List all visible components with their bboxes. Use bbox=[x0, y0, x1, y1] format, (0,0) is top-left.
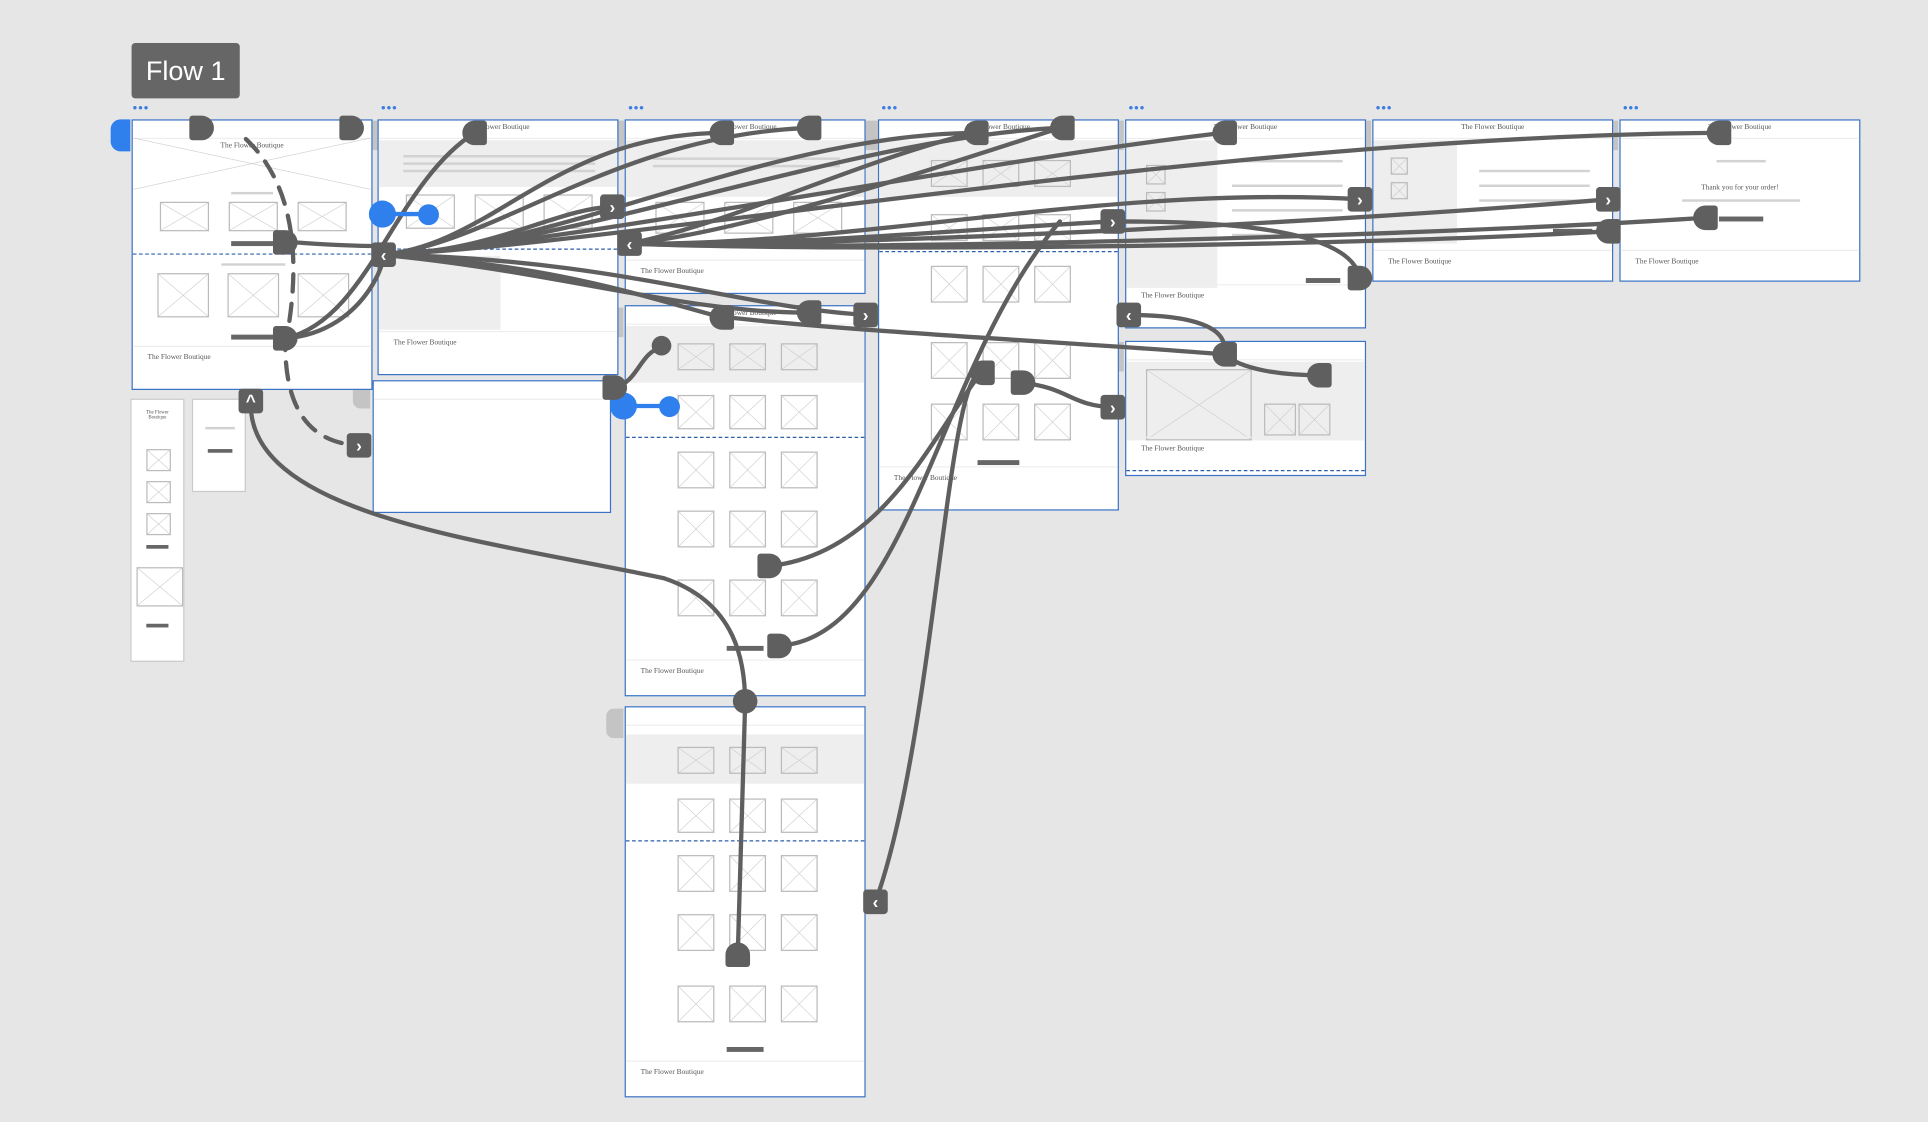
board-menu-icon[interactable]: ••• bbox=[381, 102, 398, 116]
hotspot-dot[interactable] bbox=[368, 200, 396, 228]
link-end-icon[interactable] bbox=[272, 230, 298, 255]
brand-logo: The Flower Boutique bbox=[713, 310, 777, 318]
chevron-right-icon[interactable]: › bbox=[1596, 187, 1621, 212]
link-end-icon[interactable] bbox=[964, 120, 989, 146]
link-end-icon[interactable] bbox=[1693, 205, 1718, 231]
link-end-icon[interactable] bbox=[970, 360, 995, 386]
chevron-right-icon[interactable]: › bbox=[600, 194, 625, 219]
link-end-icon[interactable] bbox=[272, 326, 298, 351]
link-end-icon[interactable] bbox=[767, 633, 792, 659]
hotspot-dot[interactable] bbox=[418, 204, 439, 226]
chevron-right-icon[interactable]: › bbox=[853, 302, 878, 328]
link-end-icon[interactable] bbox=[1307, 362, 1332, 388]
board-menu-icon[interactable]: ••• bbox=[881, 102, 899, 116]
link-end-icon[interactable] bbox=[462, 120, 487, 146]
footer-logo: The Flower Boutique bbox=[640, 1069, 704, 1077]
link-end-icon[interactable] bbox=[651, 335, 672, 356]
artboard-product-detail[interactable]: The Flower Boutique bbox=[1125, 340, 1367, 477]
flow-start-handle[interactable] bbox=[110, 119, 131, 152]
brand-logo: The Flower Boutique bbox=[1461, 124, 1525, 132]
link-end-icon[interactable] bbox=[796, 300, 822, 325]
artboard-mobile-menu[interactable] bbox=[191, 398, 246, 493]
link-end-icon[interactable] bbox=[709, 120, 735, 146]
link-end-icon[interactable] bbox=[1706, 120, 1732, 146]
board-menu-icon[interactable]: ••• bbox=[1623, 102, 1640, 116]
footer-logo: The Flower Boutique bbox=[1141, 445, 1205, 453]
link-end-icon[interactable] bbox=[189, 115, 214, 141]
artboard-mobile-home[interactable]: The Flower Boutique bbox=[130, 398, 185, 662]
chevron-left-icon[interactable]: ‹ bbox=[371, 242, 396, 267]
footer-logo: The Flower Boutique bbox=[640, 668, 704, 676]
link-end-icon[interactable] bbox=[1212, 120, 1237, 146]
chevron-right-icon[interactable]: › bbox=[1100, 394, 1126, 420]
link-end-icon[interactable] bbox=[796, 115, 822, 141]
chevron-up-icon[interactable]: ^ bbox=[238, 388, 264, 414]
link-end-icon[interactable] bbox=[709, 305, 735, 330]
link-end-icon[interactable] bbox=[339, 115, 364, 141]
board-menu-icon[interactable]: ••• bbox=[1128, 102, 1146, 116]
footer-logo: The Flower Boutique bbox=[640, 268, 704, 276]
footer-logo: The Flower Boutique bbox=[1635, 258, 1699, 266]
footer-logo: The Flower Boutique bbox=[1388, 258, 1452, 266]
brand-logo: The Flower Boutique bbox=[1708, 124, 1772, 132]
brand-logo: The Flower Boutique bbox=[145, 408, 169, 420]
footer-logo: The Flower Boutique bbox=[147, 354, 211, 362]
brand-logo: The Flower Boutique bbox=[966, 124, 1030, 132]
link-end-icon[interactable] bbox=[732, 688, 758, 714]
brand-logo: The Flower Boutique bbox=[1214, 124, 1278, 132]
chevron-right-icon[interactable]: › bbox=[1347, 187, 1373, 212]
chevron-left-icon[interactable]: ‹ bbox=[1116, 302, 1142, 328]
artboard-search-overlay[interactable] bbox=[372, 380, 612, 514]
link-end-icon[interactable] bbox=[757, 553, 783, 579]
chevron-right-icon[interactable]: › bbox=[346, 433, 372, 458]
link-end-icon[interactable] bbox=[1010, 370, 1036, 395]
footer-logo: The Flower Boutique bbox=[393, 339, 457, 347]
chevron-left-icon[interactable]: ‹ bbox=[863, 889, 888, 915]
link-end-icon[interactable] bbox=[1050, 115, 1075, 141]
board-menu-icon[interactable]: ••• bbox=[132, 102, 150, 116]
chevron-right-icon[interactable]: › bbox=[1100, 209, 1126, 234]
chevron-left-icon[interactable]: ‹ bbox=[617, 231, 642, 256]
hotspot-dot[interactable] bbox=[659, 396, 680, 418]
brand-logo: The Flower Boutique bbox=[466, 124, 530, 132]
link-end-icon[interactable] bbox=[1347, 265, 1373, 291]
link-end-icon[interactable] bbox=[1212, 342, 1237, 367]
board-menu-icon[interactable]: ••• bbox=[628, 102, 645, 116]
link-end-icon[interactable] bbox=[725, 942, 751, 968]
flow-label[interactable]: Flow 1 bbox=[131, 43, 240, 99]
footer-logo: The Flower Boutique bbox=[1141, 292, 1205, 301]
board-menu-icon[interactable]: ••• bbox=[1375, 102, 1393, 116]
brand-logo: The Flower Boutique bbox=[713, 124, 777, 132]
link-end-icon[interactable] bbox=[602, 375, 628, 400]
confirmation-message: Thank you for your order! bbox=[1701, 184, 1779, 192]
link-end-icon[interactable] bbox=[1596, 218, 1621, 244]
